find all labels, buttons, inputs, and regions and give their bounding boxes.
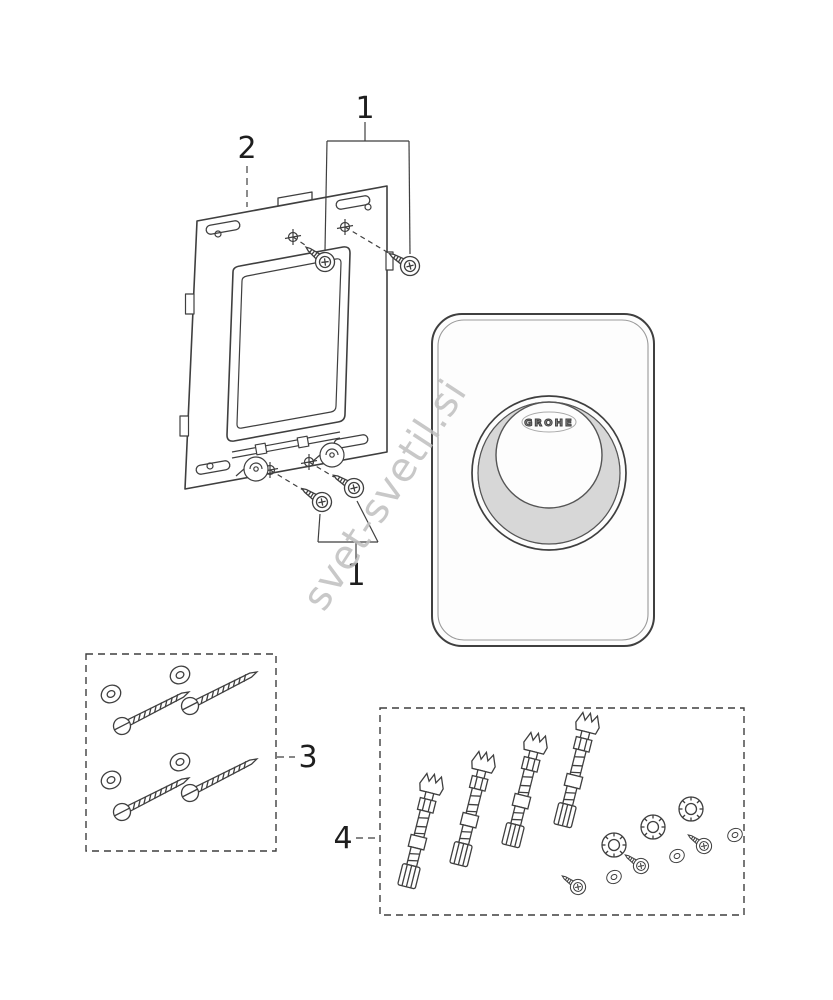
small-washer bbox=[603, 867, 625, 887]
adjustable-anchor bbox=[550, 709, 603, 830]
screw-set-box bbox=[85, 653, 277, 852]
knurled-nut bbox=[678, 796, 704, 822]
fixing-screw bbox=[296, 480, 336, 516]
long-screw bbox=[177, 663, 262, 719]
anchor-set-border bbox=[379, 707, 745, 916]
screw-set-border bbox=[85, 653, 277, 852]
fixing-screws bbox=[269, 226, 424, 516]
long-screw bbox=[177, 750, 262, 806]
washer bbox=[166, 749, 194, 775]
callout-label-3: 3 bbox=[298, 740, 317, 775]
brand-oval bbox=[521, 411, 577, 433]
anchor-set-box bbox=[379, 707, 746, 916]
small-screw bbox=[683, 828, 716, 858]
small-screw bbox=[620, 848, 653, 878]
long-screw bbox=[109, 683, 194, 739]
adjustable-anchor bbox=[498, 729, 551, 850]
callout-label-4: 4 bbox=[333, 821, 352, 856]
washer bbox=[166, 662, 194, 688]
callout-label-2: 2 bbox=[237, 131, 256, 166]
callout-bottom-screws bbox=[317, 500, 379, 560]
flush-plate: GROHE bbox=[431, 313, 655, 647]
washer bbox=[97, 681, 125, 707]
small-screw bbox=[557, 869, 590, 899]
mounting-frame bbox=[179, 185, 394, 490]
flush-mechanism bbox=[231, 431, 345, 482]
washer bbox=[97, 767, 125, 793]
knurled-nut bbox=[640, 814, 666, 840]
adjustable-anchor bbox=[394, 770, 447, 891]
small-washer bbox=[724, 825, 746, 845]
small-washer bbox=[666, 846, 688, 866]
callout-label-1-top: 1 bbox=[355, 91, 374, 126]
large-flush-button bbox=[477, 401, 621, 545]
brand-logo-text: GROHE bbox=[524, 418, 574, 429]
adjustable-anchor bbox=[446, 748, 499, 869]
callout-top-screws bbox=[324, 122, 411, 255]
callout-label-1-bottom: 1 bbox=[346, 558, 365, 593]
long-screw bbox=[109, 769, 194, 825]
knurled-nut bbox=[601, 832, 627, 858]
